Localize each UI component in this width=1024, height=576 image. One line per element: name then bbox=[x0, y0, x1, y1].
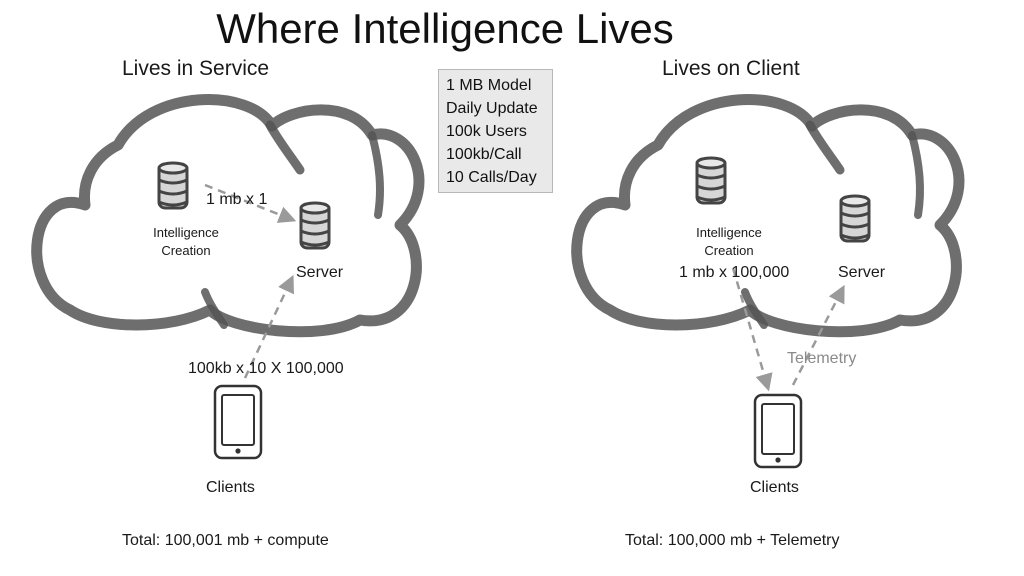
page-title: Where Intelligence Lives bbox=[216, 5, 674, 52]
right-creation-to-clients-arrow-icon bbox=[731, 267, 773, 392]
left-server-database-icon bbox=[299, 201, 331, 250]
right-transfer-label: 1 mb x 100,000 bbox=[679, 264, 790, 281]
right-cloud-icon bbox=[571, 94, 965, 338]
right-clients-phone-icon bbox=[753, 393, 803, 469]
telemetry-label: Telemetry bbox=[787, 350, 857, 367]
info-line: 100k Users bbox=[446, 123, 527, 140]
right-server-label: Server bbox=[838, 264, 886, 281]
right-intelligence-database-icon bbox=[695, 156, 727, 205]
left-clients-phone-icon bbox=[213, 384, 263, 460]
left-creation-label: Intelligence Creation bbox=[153, 225, 219, 258]
left-intelligence-database-icon bbox=[157, 161, 189, 210]
right-creation-label: Intelligence Creation bbox=[696, 225, 762, 258]
info-line: Daily Update bbox=[446, 100, 538, 117]
right-total-label: Total: 100,000 mb + Telemetry bbox=[625, 532, 840, 549]
left-transfer-label: 1 mb x 1 bbox=[206, 191, 268, 208]
right-clients-label: Clients bbox=[750, 479, 799, 496]
right-section-heading: Lives on Client bbox=[662, 57, 800, 80]
left-clients-to-server-arrow-icon bbox=[243, 274, 294, 379]
info-line: 10 Calls/Day bbox=[446, 169, 537, 186]
model-info-box: 1 MB Model Daily Update 100k Users 100kb… bbox=[438, 69, 553, 193]
right-server-database-icon bbox=[839, 194, 871, 243]
left-cloud-icon bbox=[31, 94, 425, 338]
left-section-heading: Lives in Service bbox=[122, 57, 270, 80]
left-clients-label: Clients bbox=[206, 479, 255, 496]
right-clients-to-server-arrow-icon bbox=[791, 284, 845, 386]
left-server-label: Server bbox=[296, 264, 344, 281]
info-line: 100kb/Call bbox=[446, 146, 522, 163]
left-total-label: Total: 100,001 mb + compute bbox=[122, 532, 329, 549]
left-clients-transfer-label: 100kb x 10 X 100,000 bbox=[188, 360, 344, 377]
left-creation-to-server-arrow-icon bbox=[204, 183, 297, 223]
info-line: 1 MB Model bbox=[446, 77, 532, 94]
